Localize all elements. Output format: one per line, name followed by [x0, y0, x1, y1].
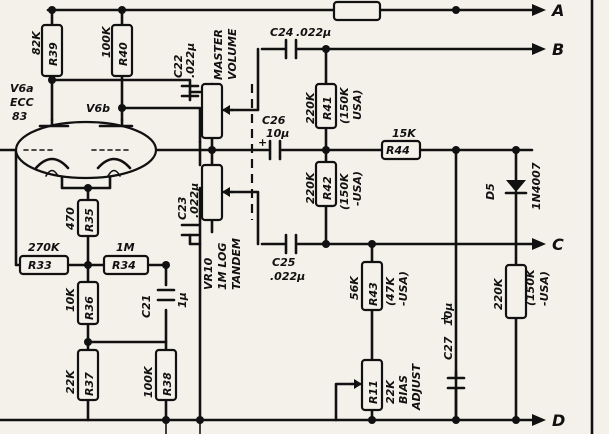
resistor-r41 — [314, 82, 338, 130]
c21-ref: C21 — [140, 295, 153, 318]
output-arrows — [532, 4, 546, 426]
r38-value: 100K — [142, 365, 155, 398]
r34-ref: R34 — [112, 259, 136, 272]
r41-alt1: (150K — [338, 86, 351, 124]
c22-value: .022µ — [184, 43, 197, 78]
right-r-value: 220K — [492, 277, 505, 310]
pot-vr10 — [200, 163, 234, 222]
r35-value: 470 — [64, 207, 77, 231]
c26-value: 10µ — [266, 127, 289, 140]
junction-dots — [48, 6, 520, 424]
d5-part: 1N4007 — [530, 162, 543, 210]
r40-ref: R40 — [117, 42, 130, 66]
c26-ref: C26 — [262, 114, 286, 127]
c25-ref: C25 — [272, 256, 296, 269]
capacitor-c25 — [284, 233, 298, 255]
r35-ref: R35 — [83, 208, 96, 232]
r37-value: 22K — [64, 369, 77, 394]
c27-value: 10µ — [442, 303, 455, 326]
r38-ref: R38 — [161, 372, 174, 396]
r41-alt2: USA) — [351, 90, 364, 120]
capacitor-c27 — [446, 376, 466, 390]
resistor-r42 — [314, 160, 338, 208]
resistor-r37 — [76, 348, 100, 402]
r33-value: 270K — [28, 241, 61, 254]
diode-d5 — [504, 180, 528, 195]
capacitor-c24 — [284, 38, 298, 60]
tube-v6 — [14, 120, 158, 180]
r11-line2: ADJUST — [410, 362, 423, 411]
resistor-r38 — [154, 348, 178, 402]
capacitor-c21 — [156, 288, 176, 302]
r42-alt2: -USA) — [351, 171, 364, 206]
r36-ref: R36 — [83, 296, 96, 320]
r44-value: 15K — [392, 127, 417, 140]
output-label-d: D — [552, 411, 565, 430]
tube-pin-v6b: V6b — [86, 102, 110, 115]
c23-value: .022µ — [188, 183, 201, 218]
r39-value: 82K — [30, 30, 43, 55]
r37-ref: R37 — [83, 372, 96, 396]
pot-master-volume — [200, 82, 234, 140]
tube-ref: V6a — [10, 82, 34, 95]
vr10-ref: VR10 — [202, 257, 215, 290]
right-r-alt2: -USA) — [538, 271, 551, 306]
resistor-right-220k — [504, 263, 528, 320]
r33-ref: R33 — [28, 259, 52, 272]
master-line1: MASTER — [212, 29, 225, 80]
c26-polarity: + — [258, 136, 267, 149]
capacitor-c26 — [268, 139, 282, 161]
r42-ref: R42 — [321, 176, 334, 200]
resistor-r33 — [18, 254, 70, 276]
c24-value: .022µ — [296, 26, 331, 39]
r11-line1: BIAS — [397, 375, 410, 404]
resistor-r43 — [360, 260, 384, 312]
r44-ref: R44 — [386, 144, 410, 157]
resistor-top — [332, 0, 382, 22]
output-label-b: B — [552, 40, 564, 59]
vr10-value: 1M LOG — [216, 243, 229, 290]
master-line2: VOLUME — [226, 28, 239, 80]
r39-ref: R39 — [47, 42, 60, 66]
r41-ref: R41 — [321, 96, 334, 120]
r42-alt1: (150K — [338, 172, 351, 210]
resistor-r40 — [110, 23, 134, 78]
r43-ref: R43 — [367, 282, 380, 306]
resistor-r34 — [102, 254, 150, 276]
r43-alt2: -USA) — [397, 271, 410, 306]
c23-ref: C23 — [176, 196, 189, 220]
pot-r11 — [350, 358, 384, 412]
resistor-r36 — [76, 280, 100, 326]
capacitor-c22 — [180, 84, 200, 98]
c24-ref: C24 — [270, 26, 293, 39]
right-r-alt1: (150K — [524, 268, 537, 306]
resistor-r35 — [76, 198, 100, 238]
c21-value: 1µ — [176, 292, 189, 308]
c27-ref: C27 — [442, 336, 455, 360]
r34-value: 1M — [116, 241, 135, 254]
output-label-c: C — [552, 235, 564, 254]
c27-polarity: + — [440, 312, 449, 325]
tube-type-1: ECC — [10, 96, 34, 109]
c25-value: .022µ — [270, 270, 305, 283]
r43-alt1: (47K — [384, 276, 397, 306]
resistor-r44 — [380, 139, 422, 161]
tube-type-2: 83 — [12, 110, 28, 123]
r11-ref: R11 — [367, 380, 380, 404]
capacitor-c23 — [180, 223, 202, 246]
d5-ref: D5 — [484, 183, 497, 200]
r40-value: 100K — [100, 25, 113, 58]
r41-value: 220K — [304, 91, 317, 124]
vr10-note: TANDEM — [230, 238, 243, 290]
r43-value: 56K — [348, 275, 361, 300]
r42-value: 220K — [304, 171, 317, 204]
c22-ref: C22 — [172, 54, 185, 78]
output-label-a: A — [550, 1, 564, 20]
r36-value: 10K — [64, 287, 77, 312]
r11-value: 22K — [384, 379, 397, 404]
